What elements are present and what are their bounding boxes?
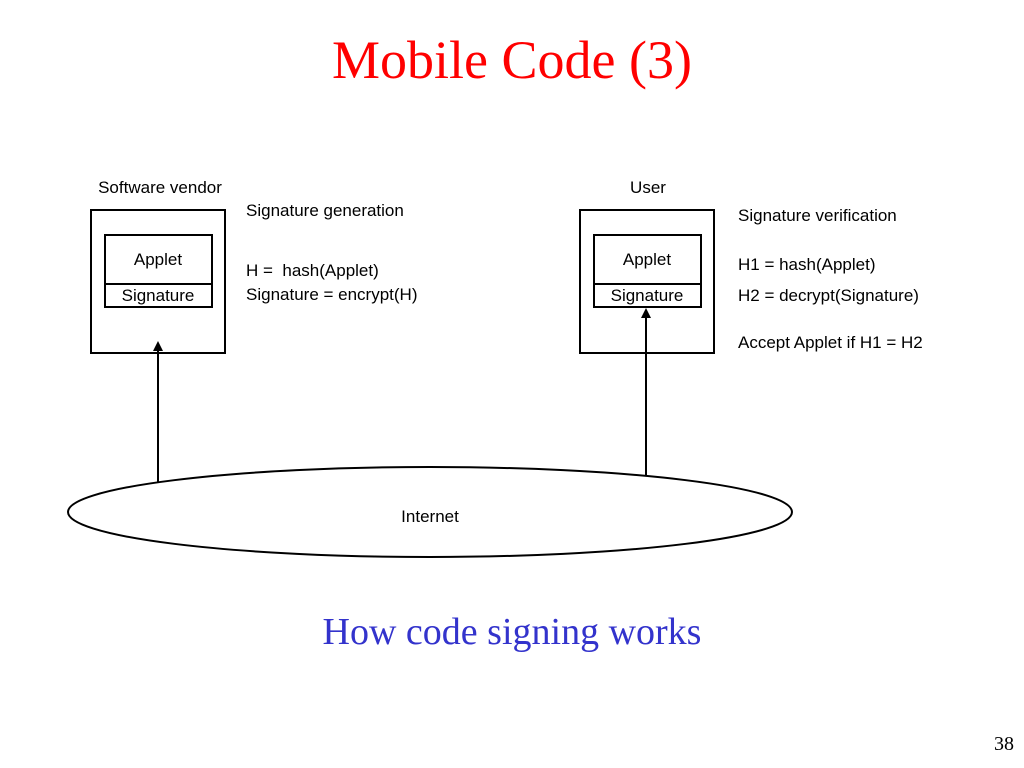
slide-caption: How code signing works bbox=[322, 611, 702, 653]
vendor-box bbox=[90, 209, 226, 354]
vendor-signature-label: Signature bbox=[122, 286, 195, 305]
internet-label: Internet bbox=[401, 507, 459, 526]
user-applet-label: Applet bbox=[623, 250, 671, 269]
vendor-label: Software vendor bbox=[98, 178, 222, 197]
user-signature-label: Signature bbox=[611, 286, 684, 305]
user-process-heading: Signature verification bbox=[738, 206, 897, 225]
user-label: User bbox=[630, 178, 666, 197]
vendor-encrypt-step: Signature = encrypt(H) bbox=[246, 285, 418, 304]
user-applet-box bbox=[593, 234, 702, 308]
vendor-process-heading: Signature generation bbox=[246, 201, 404, 220]
vendor-hash-step: H = hash(Applet) bbox=[246, 261, 379, 280]
user-accept-rule: Accept Applet if H1 = H2 bbox=[738, 333, 923, 352]
slide-title: Mobile Code (3) bbox=[332, 30, 692, 90]
user-decrypt-step: H2 = decrypt(Signature) bbox=[738, 286, 919, 305]
vendor-applet-label: Applet bbox=[134, 250, 182, 269]
internet-ellipse bbox=[67, 466, 793, 558]
user-hash-step: H1 = hash(Applet) bbox=[738, 255, 876, 274]
page-number: 38 bbox=[994, 733, 1014, 755]
vendor-applet-box bbox=[104, 234, 213, 308]
